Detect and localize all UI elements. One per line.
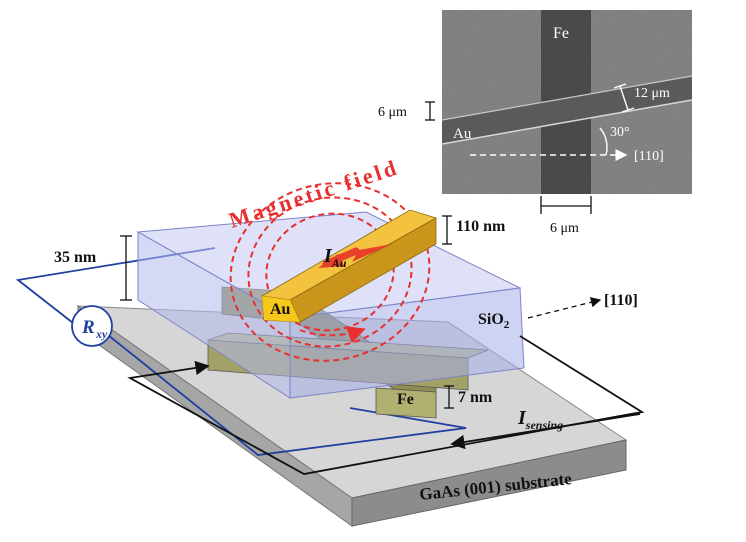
au-current-label: IAu xyxy=(323,245,347,270)
sem-au-label: Au xyxy=(453,126,472,142)
sem-direction-label: [110] xyxy=(634,149,664,164)
au-thickness-label: 110 nm xyxy=(456,218,506,235)
au-wire xyxy=(260,209,438,323)
sem-dimension-annotations xyxy=(425,101,592,214)
fe-thickness-label: 7 nm xyxy=(458,389,493,406)
sio2-thickness-label: 35 nm xyxy=(54,249,97,266)
sem-angle-label: 30° xyxy=(610,125,630,140)
sem-fe-label: Fe xyxy=(553,25,569,42)
sensing-current-label: Isensing xyxy=(517,407,563,432)
rxy-subscript: xy xyxy=(95,327,108,341)
fe-wire-label: Fe xyxy=(397,391,414,408)
au-wire-label: Au xyxy=(270,301,291,318)
rxy-meter: R xy xyxy=(71,305,113,347)
sem-au-width-label: 12 μm xyxy=(634,86,670,101)
sem-fe-width-label: 6 μm xyxy=(550,221,579,236)
sem-inset: Fe Au 12 μm 30° [110] xyxy=(441,10,693,194)
sem-gap-label: 6 μm xyxy=(378,105,407,120)
sio2-label: SiO2 xyxy=(478,311,510,331)
direction-110-label: [110] xyxy=(604,292,638,309)
rxy-label: R xyxy=(81,317,95,338)
dimension-markers xyxy=(120,215,602,409)
sensing-current-loop xyxy=(127,335,645,475)
